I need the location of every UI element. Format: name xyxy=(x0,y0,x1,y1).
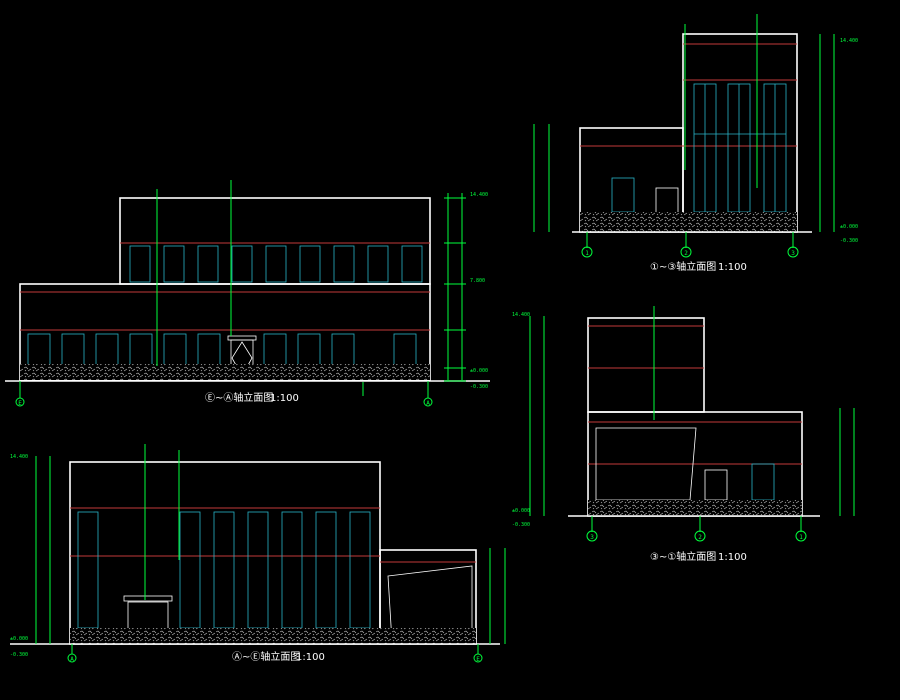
tower-curtain-wall xyxy=(693,83,787,213)
svg-text:±0.000: ±0.000 xyxy=(512,508,530,514)
main-block-outline xyxy=(69,461,381,645)
elevation-a-to-e: A E 14.400 ±0.000 -0.300 Ⓐ~Ⓔ轴立面图 1:100 xyxy=(10,444,506,663)
level-mid: 7.800 xyxy=(470,278,485,284)
axis-label-right: A xyxy=(426,400,430,407)
level-zero: ±0.000 xyxy=(470,368,488,374)
svg-text:14.400: 14.400 xyxy=(512,312,530,318)
svg-text:±0.000: ±0.000 xyxy=(10,636,28,642)
tower-outline xyxy=(587,317,705,413)
upper-block-outline xyxy=(119,197,431,285)
svg-text:-0.300: -0.300 xyxy=(512,522,530,528)
drawing-scale: 1:100 xyxy=(718,552,747,563)
drawing-title: ③~①轴立面图 xyxy=(650,550,716,563)
elevation-3-to-1: 3 2 1 14.400 ±0.000 -0.300 ③~①轴立面图 1:100 xyxy=(512,306,855,563)
drawing-title: ①~③轴立面图 xyxy=(650,260,716,273)
drawing-scale: 1:100 xyxy=(296,652,325,663)
svg-text:14.400: 14.400 xyxy=(10,454,28,460)
axis-label-left: A xyxy=(70,656,74,663)
svg-text:1: 1 xyxy=(585,250,589,257)
drawing-title: Ⓔ~Ⓐ轴立面图 xyxy=(205,391,273,404)
lower-window-row xyxy=(27,333,417,367)
stone-base xyxy=(20,364,430,380)
elevation-e-to-a: E A 14.400 7.800 ±0.000 -0.300 Ⓔ~Ⓐ轴立面图 1… xyxy=(5,180,490,407)
level-top: 14.400 xyxy=(470,192,488,198)
dimension-chain xyxy=(444,193,466,382)
svg-text:3: 3 xyxy=(791,250,795,257)
svg-text:±0.000: ±0.000 xyxy=(840,224,858,230)
level-ground: -0.300 xyxy=(470,384,488,390)
svg-text:-0.300: -0.300 xyxy=(10,652,28,658)
svg-text:-0.300: -0.300 xyxy=(840,238,858,244)
svg-text:3: 3 xyxy=(590,534,594,541)
curtain-wall-bays xyxy=(77,511,371,629)
upper-window-row xyxy=(129,245,423,283)
drawing-scale: 1:100 xyxy=(270,393,299,404)
axis-label-right: E xyxy=(476,656,480,663)
drawing-title: Ⓐ~Ⓔ轴立面图 xyxy=(232,650,300,663)
tower-outline xyxy=(682,33,798,233)
axis-label-left: E xyxy=(18,400,22,407)
svg-text:2: 2 xyxy=(684,250,688,257)
svg-text:2: 2 xyxy=(698,534,702,541)
svg-text:1: 1 xyxy=(799,534,803,541)
drawing-scale: 1:100 xyxy=(718,262,747,273)
svg-text:14.400: 14.400 xyxy=(840,38,858,44)
elevation-1-to-3: 1 2 3 14.400 ±0.000 -0.300 ①~③轴立面图 1:100 xyxy=(533,14,858,273)
